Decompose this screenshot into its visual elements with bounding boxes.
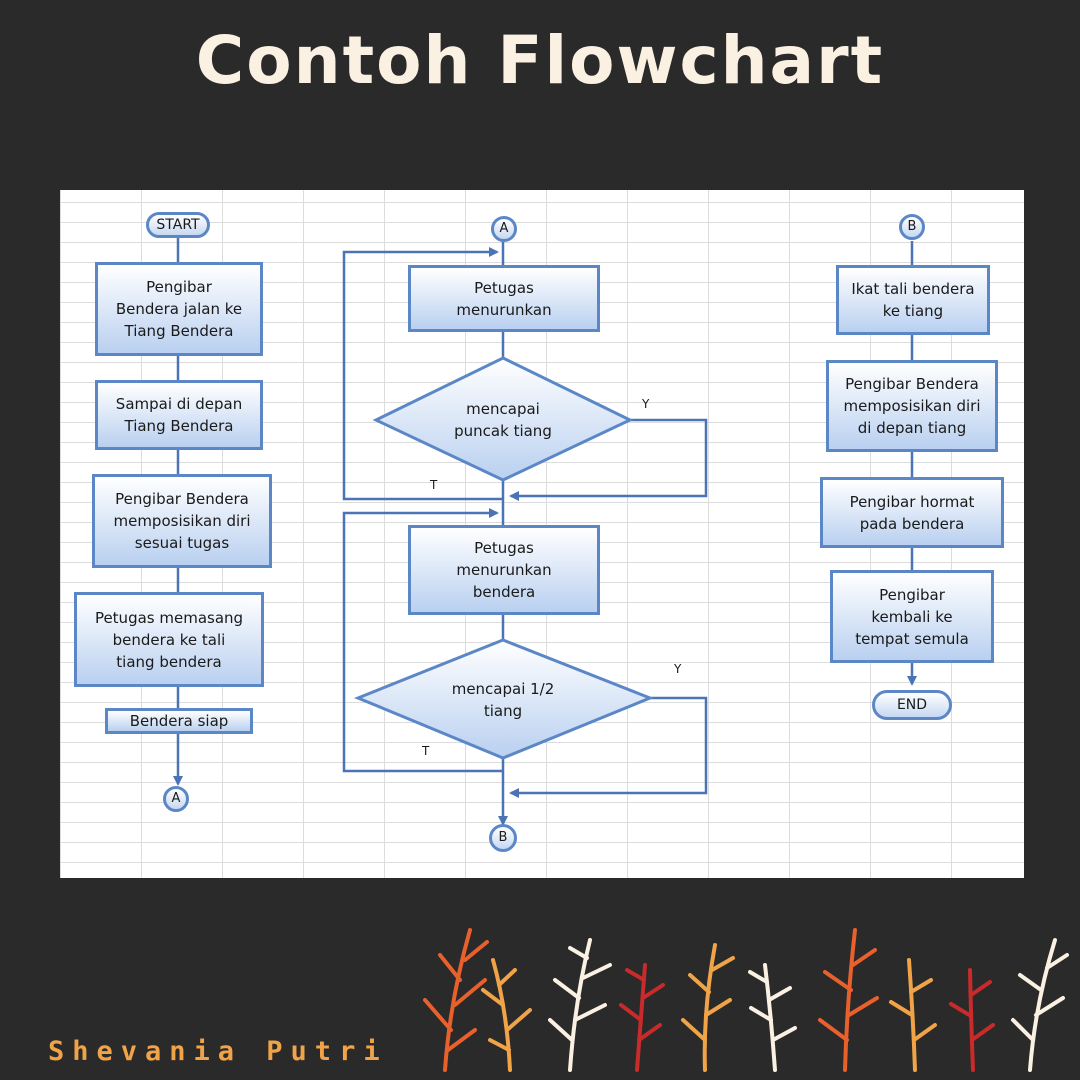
c2-loop-t1	[342, 247, 503, 501]
leaf-branch-icon	[1011, 938, 1069, 1072]
step-kembali: Pengibar kembali ke tempat semula	[830, 570, 994, 663]
decision-setengah-label: mencapai 1/2 tiang	[451, 680, 555, 720]
flowchart-sheet: START Pengibar Bendera jalan ke Tiang Be…	[60, 190, 1024, 878]
c2-loop-y2	[509, 696, 708, 798]
c2-loop-t2	[342, 508, 503, 773]
author-name: Shevania Putri	[48, 1036, 388, 1067]
step-hormat: Pengibar hormat pada bendera	[820, 477, 1004, 548]
decision-setengah-no: T	[422, 744, 430, 758]
step-memposisikan-diri: Pengibar Bendera memposisikan diri sesua…	[92, 474, 272, 568]
page-title: Contoh Flowchart	[195, 22, 885, 99]
step-memasang-bendera: Petugas memasang bendera ke tali tiang b…	[74, 592, 264, 687]
leaf-branch-icon	[619, 963, 665, 1072]
step-petugas-menurunkan-bendera: Petugas menurunkan bendera	[408, 525, 600, 615]
step-jalan-ke-tiang: Pengibar Bendera jalan ke Tiang Bendera	[95, 262, 263, 356]
leaf-branch-icon	[681, 943, 735, 1072]
decision-puncak-no: T	[430, 478, 438, 492]
connector-a-out: A	[163, 786, 189, 812]
c2-loop-y1	[509, 418, 708, 501]
start-terminal: START	[146, 212, 210, 238]
leaf-decoration	[423, 928, 1069, 1072]
leaf-branch-icon	[949, 968, 995, 1072]
decision-puncak-shape	[372, 356, 634, 482]
step-ikat-tali: Ikat tali bendera ke tiang	[836, 265, 990, 335]
decision-puncak-yes: Y	[642, 397, 650, 411]
connector-a-in: A	[491, 216, 517, 242]
leaf-branch-icon	[748, 963, 797, 1072]
decision-puncak-label: mencapai puncak tiang	[454, 400, 552, 440]
leaf-branch-icon	[818, 928, 879, 1072]
leaf-branch-icon	[889, 958, 937, 1072]
step-petugas-menurunkan: Petugas menurunkan	[408, 265, 600, 332]
step-bendera-siap: Bendera siap	[105, 708, 253, 734]
leaf-branch-icon	[481, 958, 532, 1072]
decision-setengah-yes: Y	[674, 662, 682, 676]
connector-b-in: B	[899, 214, 925, 240]
decision-setengah-shape	[354, 638, 655, 760]
leaf-branch-icon	[423, 928, 489, 1072]
end-terminal: END	[872, 690, 952, 720]
flowchart-connectors	[173, 238, 917, 826]
step-sampai-di-depan: Sampai di depan Tiang Bendera	[95, 380, 263, 450]
connector-b-out: B	[489, 824, 517, 852]
leaf-branch-icon	[548, 938, 612, 1072]
step-posisi-depan-tiang: Pengibar Bendera memposisikan diri di de…	[826, 360, 998, 452]
